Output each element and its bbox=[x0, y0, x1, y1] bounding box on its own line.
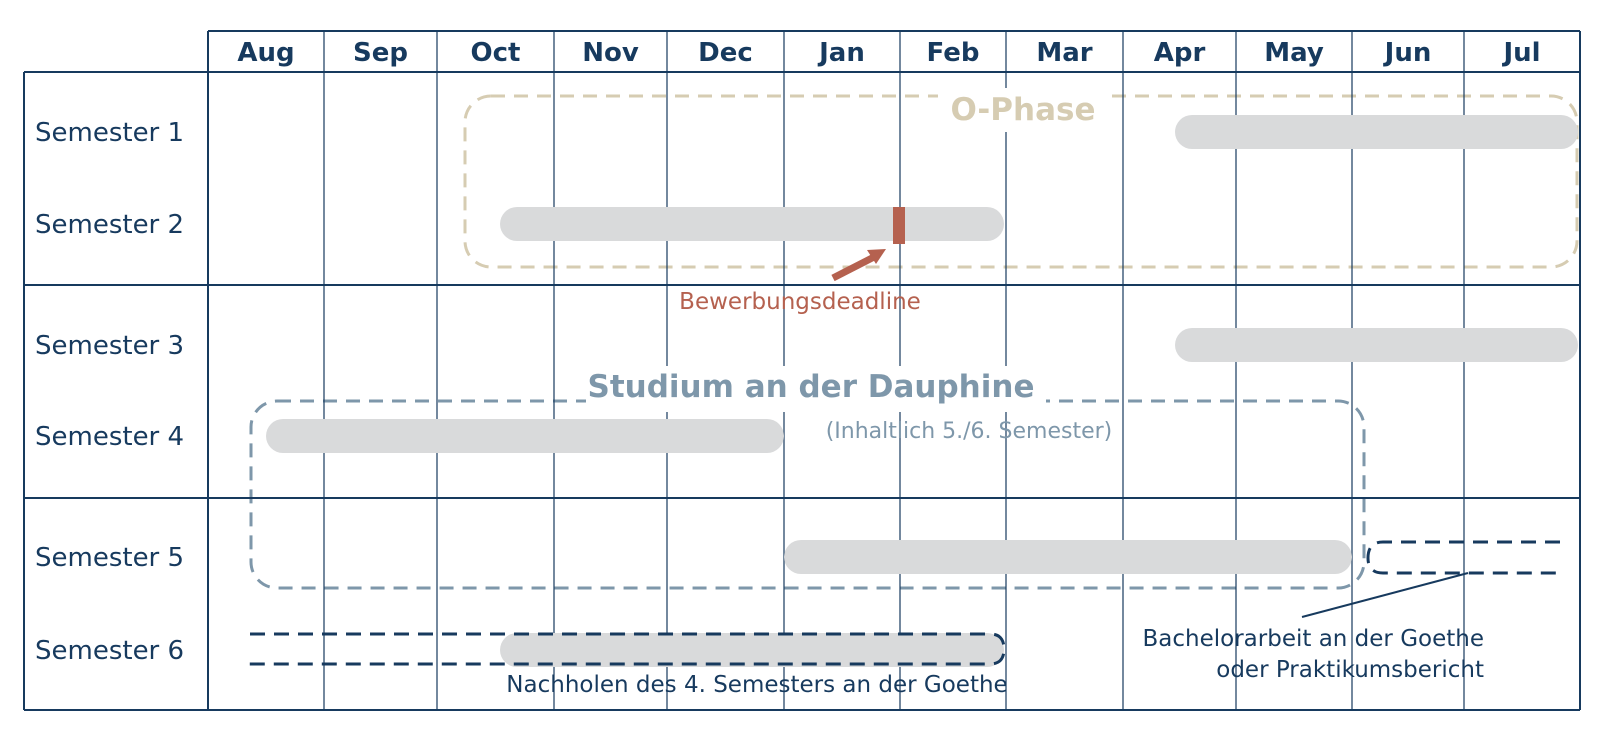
bachelor-label-line2: oder Praktikumsbericht bbox=[1216, 657, 1484, 683]
deadline-marker bbox=[893, 207, 905, 244]
semester-label: Semester 3 bbox=[35, 331, 184, 361]
month-header-may: May bbox=[1264, 38, 1324, 68]
bachelor-label-line1: Bachelorarbeit an der Goethe bbox=[1143, 626, 1484, 652]
month-header-nov: Nov bbox=[582, 38, 639, 68]
month-header-jan: Jan bbox=[817, 38, 865, 68]
nachholen-dashed-shape bbox=[244, 632, 1006, 666]
month-header-jun: Jun bbox=[1383, 38, 1432, 68]
deadline-arrow-line bbox=[831, 253, 876, 282]
semester-label: Semester 6 bbox=[35, 636, 184, 666]
timeline-bar-semester-4 bbox=[266, 419, 784, 453]
timeline-bar-semester-6 bbox=[500, 633, 1004, 667]
month-header-apr: Apr bbox=[1154, 38, 1206, 68]
dauphine-subtitle: (Inhaltlich 5./6. Semester) bbox=[826, 419, 1113, 444]
semester-label: Semester 2 bbox=[35, 210, 184, 240]
deadline-arrow-head bbox=[867, 249, 886, 264]
timeline-bar-semester-2 bbox=[500, 207, 1004, 241]
month-header-jul: Jul bbox=[1501, 38, 1540, 68]
semester-label: Semester 1 bbox=[35, 118, 184, 148]
deadline-label: Bewerbungsdeadline bbox=[679, 289, 921, 315]
timeline-bar-semester-1 bbox=[1175, 115, 1578, 149]
semester-label: Semester 4 bbox=[35, 422, 184, 452]
month-header-mar: Mar bbox=[1036, 38, 1092, 68]
o-phase-title: O-Phase bbox=[951, 92, 1096, 128]
semester-label: Semester 5 bbox=[35, 543, 184, 573]
month-header-dec: Dec bbox=[698, 38, 753, 68]
nachholen-label: Nachholen des 4. Semesters an der Goethe bbox=[506, 672, 1007, 698]
dauphine-title: Studium an der Dauphine bbox=[588, 369, 1035, 405]
timeline-bar-semester-5 bbox=[784, 540, 1352, 574]
timeline-bar-semester-3 bbox=[1175, 328, 1578, 362]
bachelor-dashed-shape bbox=[1366, 540, 1560, 575]
month-header-feb: Feb bbox=[927, 38, 980, 68]
bachelor-pointer-line bbox=[1301, 572, 1469, 618]
month-header-sep: Sep bbox=[353, 38, 408, 68]
month-header-oct: Oct bbox=[471, 38, 521, 68]
month-header-aug: Aug bbox=[237, 38, 294, 68]
